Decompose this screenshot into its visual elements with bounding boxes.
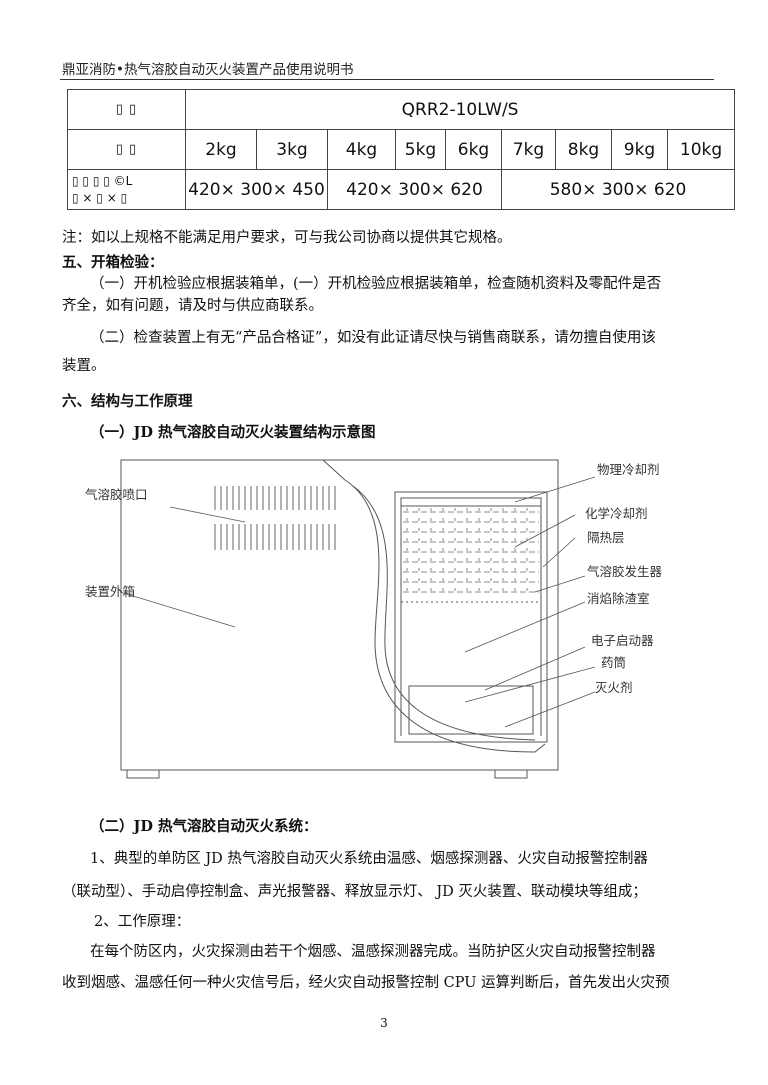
section-5-para1-line1: （一）开机检验应根据装箱单，(一）开机检验应根据装箱单，检查随机资料及零配件是否 [90, 276, 662, 292]
cutaway-curve-outer [344, 479, 546, 753]
page-number: 3 [380, 1016, 388, 1030]
section-6-para3-line2: 收到烟感、温感任何一种火灾信号后，经火灾自动报警控制 CPU 运算判断后，首先发… [62, 975, 670, 991]
cutaway-curve-inner [352, 485, 536, 741]
cartridge-block [408, 685, 534, 735]
label-chemical-coolant: 化学冷却剂 [585, 506, 648, 521]
leader-chemical-coolant [514, 514, 576, 548]
weight-cell: 8kg [555, 129, 612, 170]
physical-coolant-layer [400, 497, 542, 507]
outer-box-outline [120, 459, 559, 771]
structure-diagram: 气溶胶喷口 装置外箱 物理冷却剂 化学冷却剂 隔热层 气溶胶发生器 消焰除渣室 … [85, 459, 663, 779]
section-6-sub1: （一）JD 热气溶胶自动灭火装置结构示意图 [90, 424, 376, 441]
weight-cell: 10kg [666, 129, 736, 170]
label-generator: 气溶胶发生器 [587, 564, 663, 579]
label-starter: 电子启动器 [591, 633, 654, 648]
model-cell: QRR2-10LW/S [184, 89, 736, 130]
page-header-title: 鼎亚消防•热气溶胶自动灭火装置产品使用说明书 [62, 62, 354, 78]
nozzle-grille [214, 486, 336, 550]
weight-cell: 2kg [185, 129, 257, 170]
leader-insulation [542, 537, 576, 568]
dimension-cell: 420× 300× 450 [185, 169, 328, 210]
foot-right [494, 769, 528, 779]
row-label-dimensions-line2: ▯ × ▯ × ▯ [72, 190, 128, 205]
section-5-para2-line1: （二）检查装置上有无“产品合格证”，如没有此证请尽快与销售商联系，请勿擅自使用该 [90, 330, 656, 346]
section-5-para2-line2: 装置。 [62, 358, 106, 374]
leader-starter [484, 646, 586, 691]
table-row-model: ▯ ▯ QRR2-10LW/S [67, 89, 736, 130]
label-agent: 灭火剂 [595, 680, 633, 695]
leader-outer-box [119, 591, 236, 628]
section-5-title: 五、开箱检验： [62, 254, 164, 271]
row-label-weight: ▯ ▯ [67, 129, 186, 170]
weight-cell: 4kg [327, 129, 396, 170]
label-outer-box: 装置外箱 [85, 584, 135, 599]
top-diagonal [322, 459, 346, 481]
label-physical-coolant: 物理冷却剂 [597, 462, 660, 477]
header-rule [60, 79, 714, 80]
label-nozzle: 气溶胶喷口 [85, 487, 148, 502]
section-6-para1-line1: 1、典型的单防区 JD 热气溶胶自动灭火系统由温感、烟感探测器、火灾自动报警控制… [90, 851, 648, 867]
foot-left [126, 769, 160, 779]
section-6-title: 六、结构与工作原理 [62, 393, 193, 410]
section-6-para2: 2、工作原理： [94, 914, 191, 930]
leader-physical-coolant [514, 476, 596, 503]
spec-table: ▯ ▯ QRR2-10LW/S ▯ ▯ 2kg 3kg 4kg 5kg 6kg … [67, 89, 736, 210]
label-cartridge: 药筒 [601, 655, 626, 670]
section-6-sub2: （二）JD 热气溶胶自动灭火系统： [90, 818, 318, 835]
leader-cartridge [464, 666, 596, 703]
table-row-weight: ▯ ▯ 2kg 3kg 4kg 5kg 6kg 7kg 8kg 9kg 10kg [67, 129, 736, 170]
section-6-para1-line2: （联动型）、手动启停控制盒、声光报警器、释放显示灯、 JD 灭火装置、联动模块等… [62, 884, 647, 900]
leader-generator [534, 575, 586, 593]
label-insulation: 隔热层 [587, 530, 625, 545]
weight-cell: 6kg [445, 129, 502, 170]
leader-nozzle [169, 506, 246, 523]
label-flame-chamber: 消焰除渣室 [587, 591, 650, 606]
section-5-para1-line2: 齐全，如有问题，请及时与供应商联系。 [62, 298, 323, 314]
dimension-cell: 420× 300× 620 [327, 169, 502, 210]
row-label-dimensions-line1: ▯ ▯ ▯ ▯ ©L [72, 173, 133, 188]
row-label-model: ▯ ▯ [67, 89, 186, 130]
table-row-dimensions: ▯ ▯ ▯ ▯ ©L ▯ × ▯ × ▯ 420× 300× 450 420× … [67, 169, 736, 210]
spec-note: 注：如以上规格不能满足用户要求，可与我公司协商以提供其它规格。 [62, 230, 512, 246]
weight-cell: 5kg [395, 129, 446, 170]
weight-cell: 9kg [611, 129, 668, 170]
dimension-cell: 580× 300× 620 [500, 169, 736, 210]
section-6-para3-line1: 在每个防区内，火灾探测由若干个烟感、温感探测器完成。当防护区火灾自动报警控制器 [90, 944, 656, 960]
chemical-coolant-mesh [403, 508, 539, 598]
weight-cell: 3kg [256, 129, 328, 170]
cartridge-housing [394, 491, 548, 743]
weight-cell: 7kg [501, 129, 556, 170]
leader-flame-chamber [464, 601, 586, 653]
leader-agent [504, 691, 596, 728]
row-label-dimensions: ▯ ▯ ▯ ▯ ©L ▯ × ▯ × ▯ [67, 169, 186, 210]
